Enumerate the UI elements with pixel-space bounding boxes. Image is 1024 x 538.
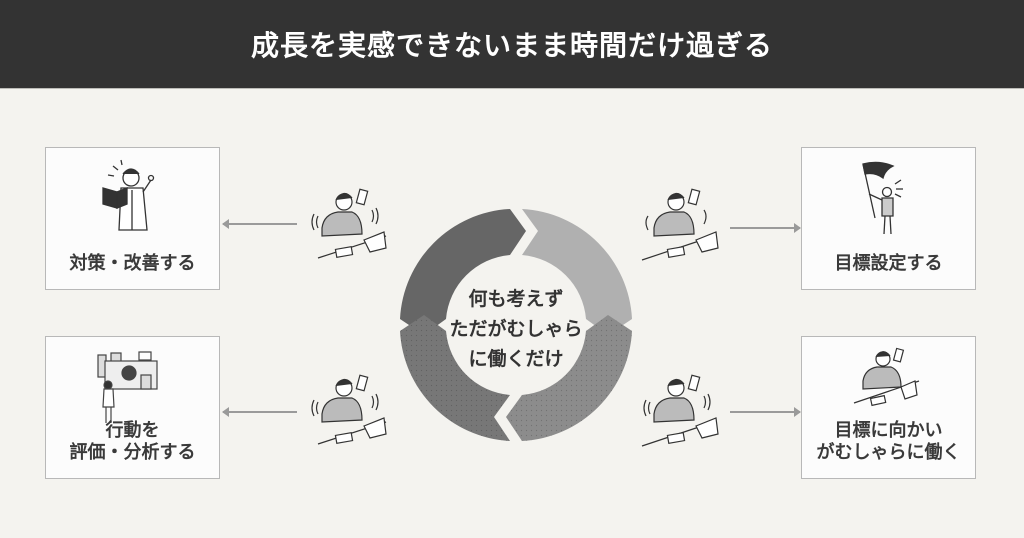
arrow-to-improve	[222, 219, 297, 229]
person-holding-flag-icon	[861, 161, 903, 235]
cycle-center-text: 何も考えず ただがむしゃら に働くだけ	[441, 284, 591, 374]
busy-worker-icon	[641, 188, 719, 261]
cycle-ring	[400, 209, 632, 441]
busy-worker-icon	[853, 347, 919, 407]
box-work-hard: 目標に向かい がむしゃらに働く	[801, 336, 976, 479]
busy-worker-icon	[311, 374, 387, 445]
box-label: 目標設定する	[834, 253, 943, 274]
person-analyzing-charts-icon	[96, 351, 158, 423]
arrow-to-work-hard	[730, 407, 801, 417]
box-goal-setting: 目標設定する	[801, 147, 976, 290]
busy-worker-icon	[641, 374, 719, 447]
busy-worker-icon	[311, 188, 387, 259]
person-reading-book-icon	[101, 159, 154, 231]
box-label: 対策・改善する	[69, 253, 196, 274]
box-label: 目標に向かい がむしゃらに働く	[816, 420, 961, 463]
box-label: 行動を 評価・分析する	[69, 420, 196, 463]
arrow-to-goal-setting	[730, 223, 801, 233]
center-line: に働くだけ	[468, 348, 564, 370]
box-improve: 対策・改善する	[45, 147, 220, 290]
center-line: ただがむしゃら	[449, 318, 583, 340]
cycle-segment-top-left	[400, 209, 526, 335]
arrow-to-evaluate	[222, 407, 297, 417]
center-line: 何も考えず	[468, 288, 564, 310]
header-bar: 成長を実感できないまま時間だけ過ぎる	[0, 0, 1024, 89]
page-title: 成長を実感できないまま時間だけ過ぎる	[250, 29, 773, 62]
box-evaluate: 行動を 評価・分析する	[45, 336, 220, 479]
cycle-segment-top-right	[522, 209, 632, 335]
